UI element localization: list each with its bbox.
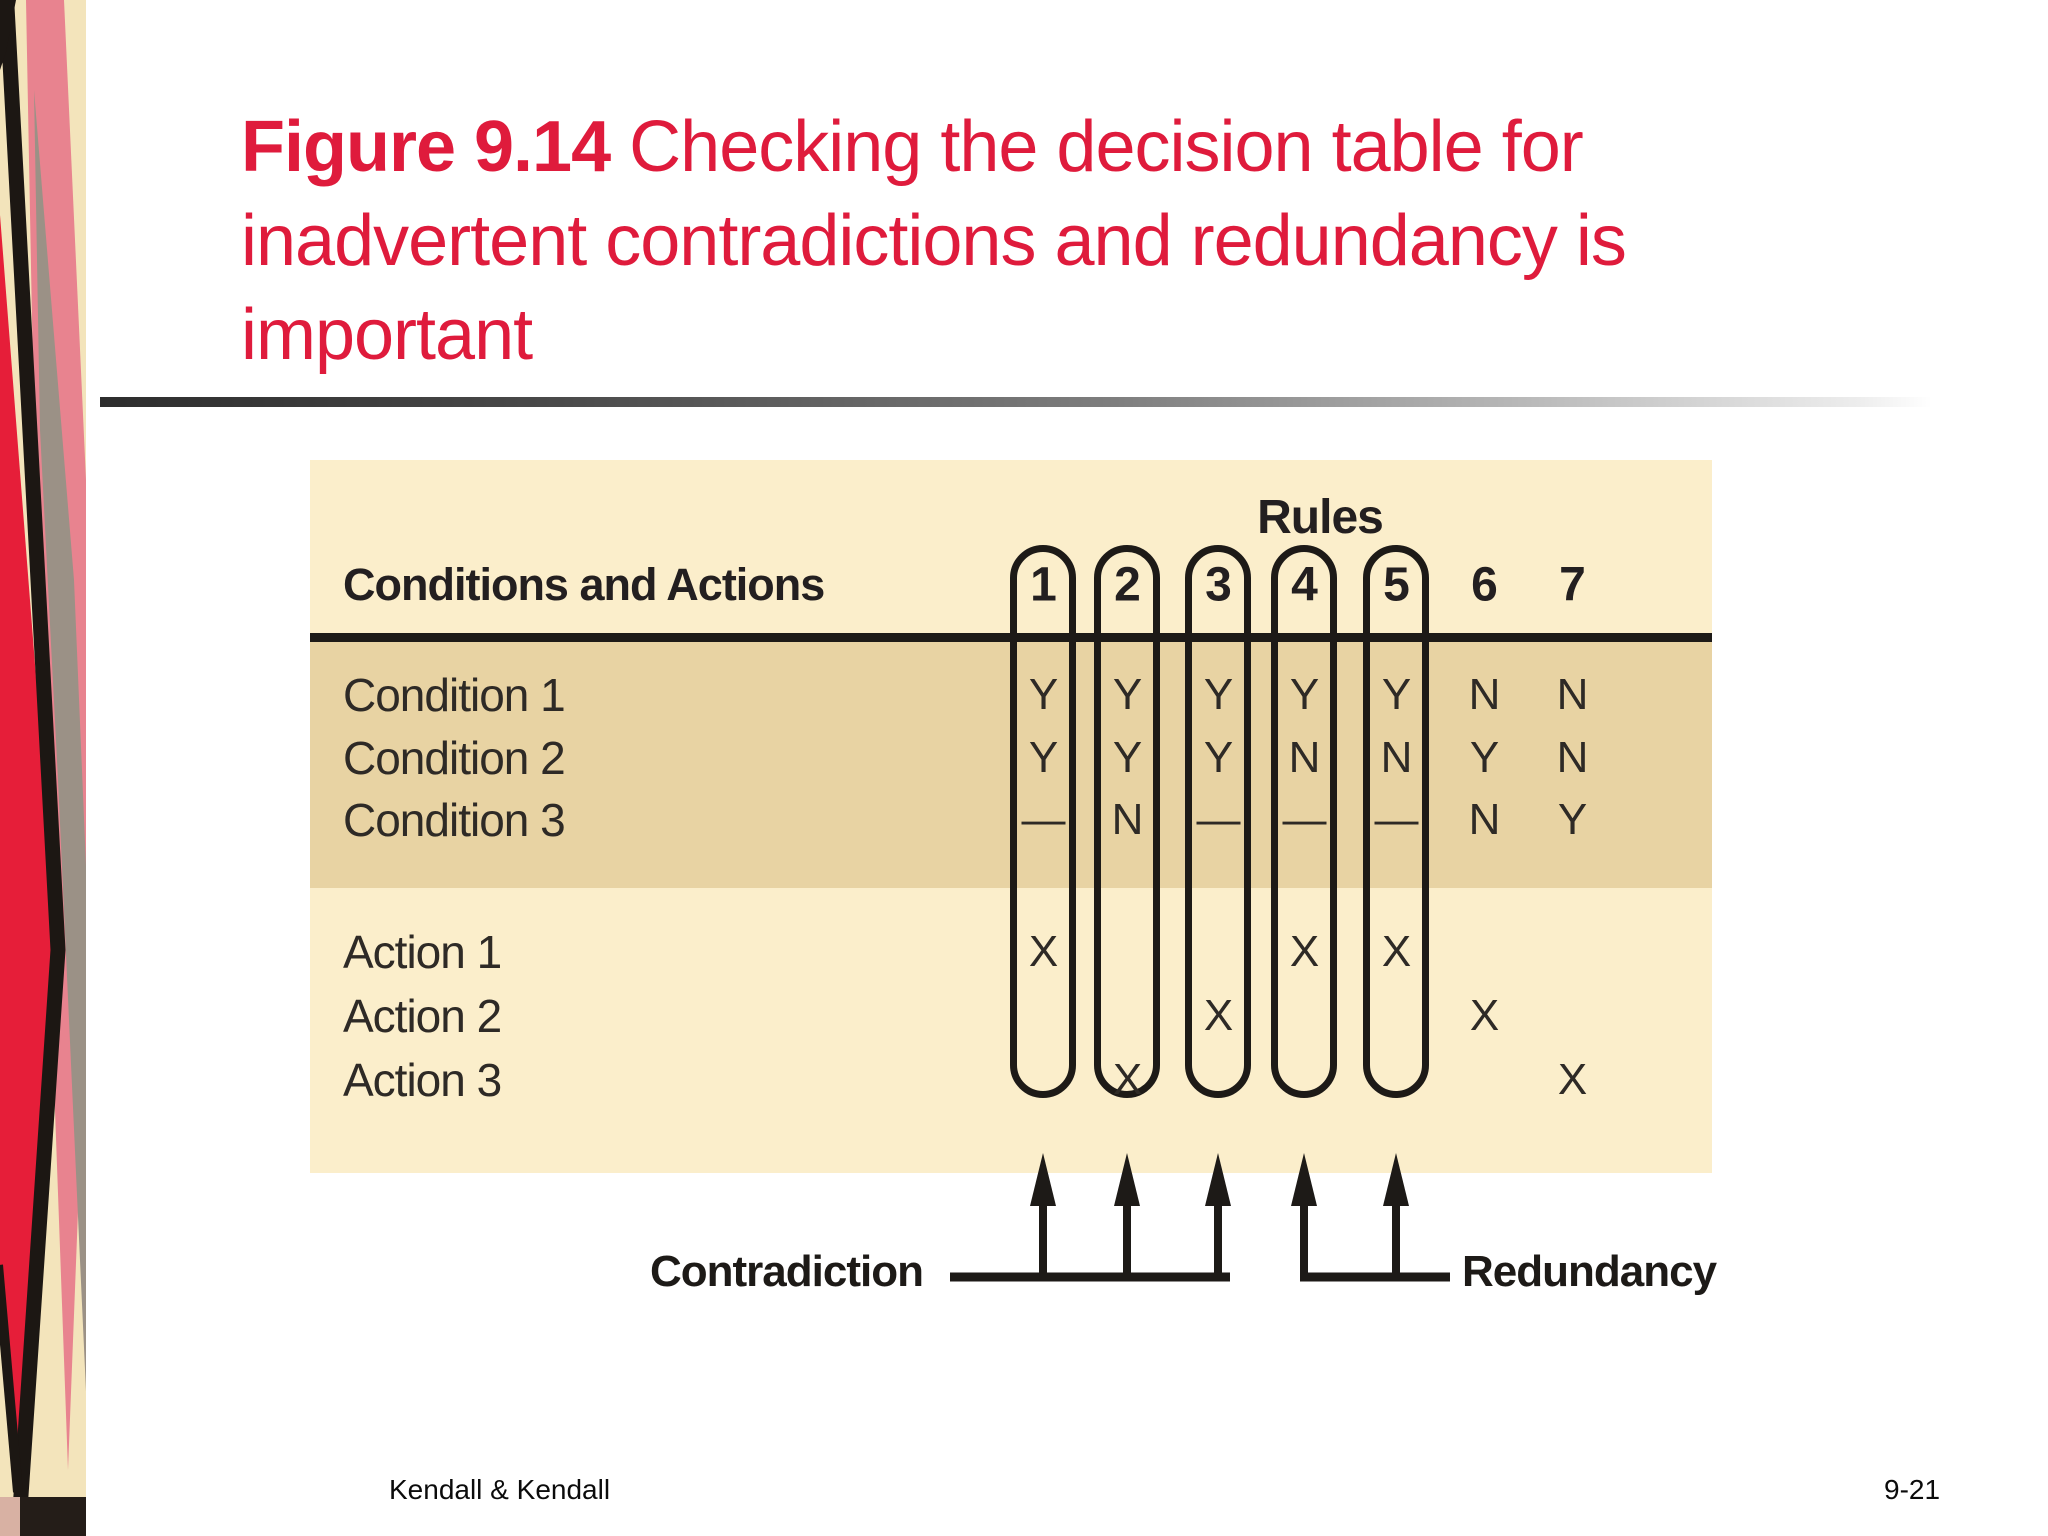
cell-cond1-rule4: Y — [1289, 670, 1319, 719]
cell-act2-rule6: X — [1469, 991, 1499, 1040]
rule-number-6: 6 — [1471, 558, 1498, 612]
rule-capsule-4 — [1271, 545, 1337, 1098]
rule-number-7: 7 — [1559, 558, 1586, 612]
cell-cond3-rule6: N — [1468, 795, 1501, 844]
decision-table-figure: Rules Conditions and Actions 1 2 3 4 5 6… — [310, 460, 1712, 1173]
cell-cond1-rule1: Y — [1028, 670, 1058, 719]
title-line-1: Figure 9.14 Checking the decision table … — [241, 100, 1921, 194]
rule-capsule-1 — [1010, 545, 1076, 1098]
cell-act1-rule4: X — [1289, 927, 1319, 976]
action-3-label: Action 3 — [343, 1054, 502, 1106]
cell-cond3-rule5: — — [1374, 795, 1419, 844]
action-1-label: Action 1 — [343, 926, 502, 978]
condition-3-label: Condition 3 — [343, 794, 566, 846]
cell-cond2-rule4: N — [1288, 733, 1321, 782]
title-line-1-rest: Checking the decision table for — [610, 107, 1584, 187]
cell-act1-rule1: X — [1028, 927, 1058, 976]
cell-cond1-rule2: Y — [1112, 670, 1142, 719]
cell-act1-rule5: X — [1381, 927, 1411, 976]
cell-cond3-rule3: — — [1196, 795, 1241, 844]
condition-2-label: Condition 2 — [343, 732, 566, 784]
title-figure-number: Figure 9.14 — [241, 107, 611, 187]
cell-cond2-rule1: Y — [1028, 733, 1058, 782]
cell-cond2-rule5: N — [1380, 733, 1413, 782]
cell-cond3-rule1: — — [1021, 795, 1066, 844]
rule-capsule-5 — [1363, 545, 1429, 1098]
title-line-3: important — [241, 295, 533, 375]
contradiction-label: Contradiction — [650, 1247, 924, 1296]
cell-cond1-rule3: Y — [1203, 670, 1233, 719]
cell-cond2-rule7: N — [1556, 733, 1589, 782]
rules-header: Rules — [1257, 491, 1384, 544]
cell-cond3-rule4: — — [1282, 795, 1327, 844]
condition-1-label: Condition 1 — [343, 669, 566, 721]
cell-cond1-rule6: N — [1468, 670, 1501, 719]
title-underline-rule — [100, 397, 1932, 407]
footer-authors: Kendall & Kendall — [389, 1474, 611, 1505]
cell-act2-rule3: X — [1203, 991, 1233, 1040]
cell-cond2-rule6: Y — [1469, 733, 1499, 782]
action-2-label: Action 2 — [343, 990, 502, 1042]
footer-page-number: 9-21 — [1884, 1474, 1941, 1505]
redundancy-label: Redundancy — [1462, 1247, 1717, 1296]
title-line-2: inadvertent contradictions and redundanc… — [241, 201, 1627, 281]
cell-act3-rule7: X — [1557, 1055, 1587, 1104]
cell-cond2-rule3: Y — [1203, 733, 1233, 782]
cell-cond1-rule5: Y — [1381, 670, 1411, 719]
cell-cond2-rule2: Y — [1112, 733, 1142, 782]
rule-capsule-2 — [1094, 545, 1160, 1098]
cell-act3-rule2: X — [1112, 1055, 1142, 1104]
cell-cond1-rule7: N — [1556, 670, 1589, 719]
rule-capsule-3 — [1185, 545, 1251, 1098]
slide-title: Figure 9.14 Checking the decision table … — [241, 100, 1921, 382]
decorative-left-border — [0, 0, 86, 1536]
cell-cond3-rule2: N — [1111, 795, 1144, 844]
cell-cond3-rule7: Y — [1557, 795, 1587, 844]
conditions-and-actions-header: Conditions and Actions — [343, 559, 825, 610]
